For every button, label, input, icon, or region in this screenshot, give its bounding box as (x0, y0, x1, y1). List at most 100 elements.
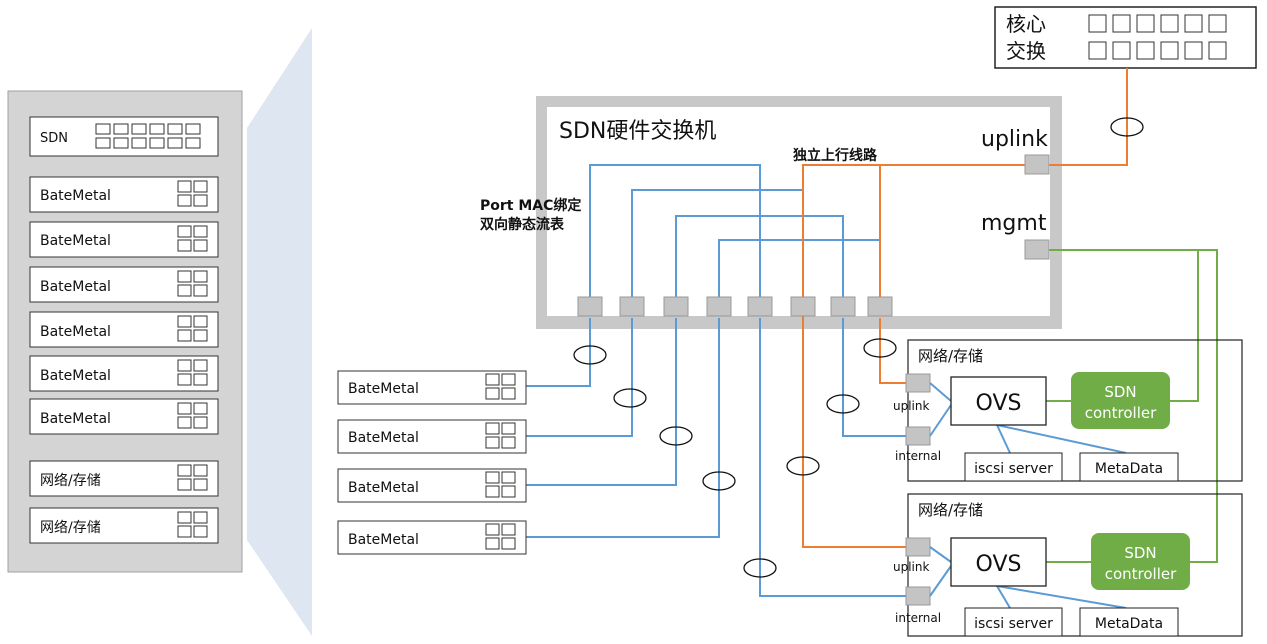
rack-item-label: BateMetal (40, 279, 111, 295)
mgmt-port-label: mgmt (981, 211, 1047, 236)
management-paths (1048, 249, 1218, 563)
port-square (167, 123, 183, 135)
cable-marker (863, 338, 897, 358)
uplink-port-label: uplink (893, 560, 929, 574)
ovs-links (929, 546, 1127, 609)
sdn-controller-label-line2: controller (1105, 565, 1177, 583)
baremetal-label: BateMetal (348, 381, 419, 397)
rack-item-label: 网络/存储 (40, 473, 101, 489)
switch-ports (577, 154, 1050, 317)
iscsi-server-box (964, 607, 1063, 637)
cable-markers (573, 117, 1144, 578)
internal-port (905, 586, 931, 606)
storage-node: 网络/存储 uplink internal OVS SDN controller… (893, 493, 1243, 637)
binding-label-line1: Port MAC绑定 (480, 197, 581, 214)
ovs-links (929, 382, 1127, 454)
server-drive-icon (177, 180, 208, 207)
metadata-box (1079, 607, 1179, 637)
port-square (1112, 14, 1131, 33)
cable-marker (573, 345, 607, 365)
uplink-port (1024, 154, 1050, 175)
port-square (131, 137, 147, 149)
storage-node-title: 网络/存储 (918, 347, 983, 365)
zoom-fan (247, 28, 312, 636)
uplink-port-label: uplink (893, 399, 929, 413)
ovs-box (950, 537, 1047, 587)
switch-port-icon (95, 123, 201, 149)
rack-item-server: BateMetal (29, 398, 219, 435)
port-square (95, 137, 111, 149)
mgmt-port (1024, 239, 1050, 260)
uplink-port-label: uplink (981, 127, 1048, 152)
cable-marker (1110, 117, 1144, 137)
cable-marker (743, 558, 777, 578)
cable-marker (659, 426, 693, 446)
server-drive-icon (485, 523, 516, 550)
port-square (149, 137, 165, 149)
port-square (1208, 41, 1227, 60)
rack-item-label: BateMetal (40, 324, 111, 340)
port-square (1208, 14, 1227, 33)
uplink-paths (802, 68, 1128, 548)
internal-port-label: internal (895, 449, 941, 463)
baremetal-server: BateMetal (337, 520, 527, 555)
core-switch-label-line1: 核心 (1006, 12, 1046, 36)
rack-item-server: BateMetal (29, 266, 219, 303)
storage-node-frame (907, 493, 1243, 637)
port-square (1184, 14, 1203, 33)
uplink-line-label: 独立上行线路 (793, 147, 878, 164)
iscsi-server-box (964, 452, 1063, 482)
rack-item-server: BateMetal (29, 355, 219, 392)
baremetal-label: BateMetal (348, 480, 419, 496)
cable-marker (786, 456, 820, 476)
ovs-label: OVS (976, 552, 1022, 577)
cable-marker (826, 394, 860, 414)
port-square (95, 123, 111, 135)
storage-node-frame (907, 339, 1243, 482)
switch-port (747, 296, 773, 317)
internal-port-label: internal (895, 611, 941, 625)
port-square (131, 123, 147, 135)
switch-port (663, 296, 689, 317)
switch-port (867, 296, 893, 317)
core-switch-label-line2: 交换 (1006, 39, 1046, 63)
port-square (185, 137, 201, 149)
server-drive-icon (485, 422, 516, 449)
sdn-controller-box (1091, 533, 1190, 590)
uplink-port (905, 373, 931, 393)
ovs-box (950, 376, 1047, 426)
cable-marker (702, 471, 736, 491)
server-drive-icon (177, 464, 208, 491)
baremetal-label: BateMetal (348, 430, 419, 446)
sdn-switch-title: SDN硬件交换机 (559, 119, 716, 144)
server-drive-icon (177, 225, 208, 252)
port-square (1136, 41, 1155, 60)
sdn-controller-label-line2: controller (1085, 404, 1157, 422)
server-drive-icon (177, 402, 208, 429)
rack-item-label: BateMetal (40, 188, 111, 204)
internal-port (905, 426, 931, 446)
port-square (167, 137, 183, 149)
sdn-controller-box (1071, 372, 1170, 429)
rack: SDN BateMetal BateMetal BateMetal (7, 90, 243, 573)
port-square (1160, 14, 1179, 33)
ovs-label: OVS (976, 391, 1022, 416)
server-drive-icon (177, 359, 208, 386)
port-square (1088, 14, 1107, 33)
sdn-controller-label-line1: SDN (1104, 383, 1136, 401)
switch-port (830, 296, 856, 317)
server-drive-icon (177, 270, 208, 297)
server-drive-icon (485, 471, 516, 498)
core-switch: 核心 交换 (994, 6, 1257, 69)
rack-item-storage: 网络/存储 (29, 460, 219, 497)
metadata-label: MetaData (1095, 616, 1163, 632)
binding-label-line2: 双向静态流表 (480, 216, 565, 233)
sdn-hardware-switch: SDN硬件交换机 uplink mgmt 独立上行线路 Port MAC绑定 双… (480, 96, 1062, 329)
port-square (1160, 41, 1179, 60)
rack-item-server: BateMetal (29, 221, 219, 258)
server-drive-icon (177, 511, 208, 538)
rack-item-label: BateMetal (40, 233, 111, 249)
iscsi-server-label: iscsi server (974, 616, 1053, 632)
server-drive-icon (177, 315, 208, 342)
